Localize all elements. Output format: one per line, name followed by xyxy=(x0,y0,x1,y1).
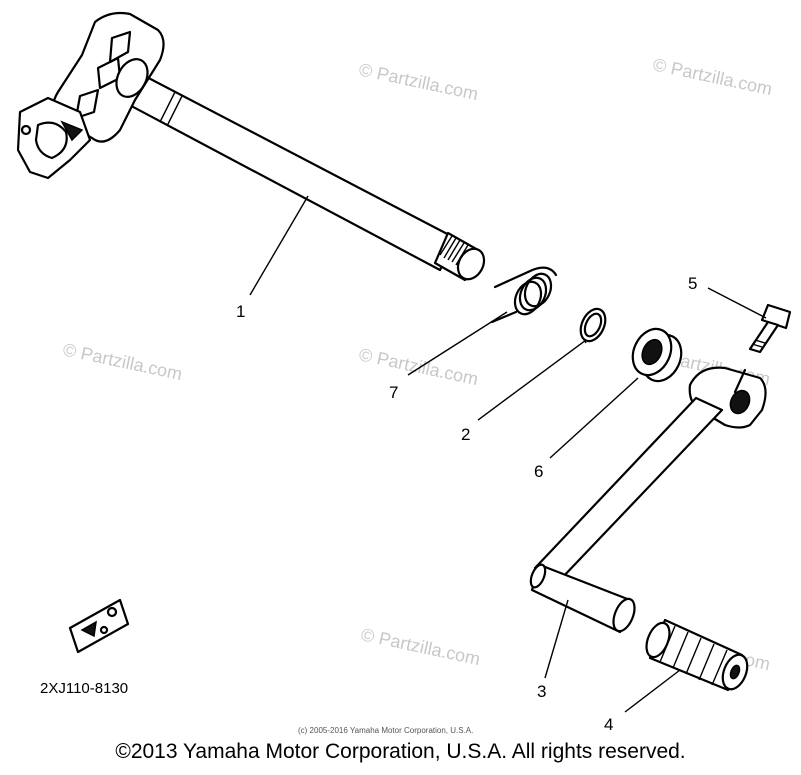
leader-lines xyxy=(249,195,767,713)
callouts: 1 7 2 6 5 3 4 xyxy=(236,274,697,734)
watermark: © Partzilla.com xyxy=(357,344,480,389)
part-spring xyxy=(490,266,558,324)
small-copyright: (c) 2005-2016 Yamaha Motor Corporation, … xyxy=(298,726,473,735)
leader-1 xyxy=(249,195,309,296)
watermark: © Partzilla.com xyxy=(651,54,774,99)
callout-4: 4 xyxy=(604,715,613,734)
callout-6: 6 xyxy=(534,462,543,481)
leader-5 xyxy=(707,287,767,319)
diagram-code: 2XJ110-8130 xyxy=(40,680,128,697)
fwd-logo xyxy=(68,598,130,654)
callout-7: 7 xyxy=(389,383,398,402)
part-bolt xyxy=(748,303,792,354)
watermark: © Partzilla.com xyxy=(61,339,184,384)
leader-4 xyxy=(624,669,681,713)
leader-2 xyxy=(477,339,587,421)
part-shift-pedal xyxy=(529,366,767,634)
part-oil-seal xyxy=(631,327,683,383)
copyright-notice: ©2013 Yamaha Motor Corporation, U.S.A. A… xyxy=(115,740,686,763)
leader-6 xyxy=(549,377,639,459)
callout-2: 2 xyxy=(461,425,470,444)
watermark: © Partzilla.com xyxy=(357,59,480,104)
callout-5: 5 xyxy=(688,274,697,293)
leader-7 xyxy=(407,311,508,376)
part-shift-shaft xyxy=(16,11,486,282)
part-circlip xyxy=(579,307,607,344)
callout-1: 1 xyxy=(236,302,245,321)
leader-3 xyxy=(544,599,569,679)
watermark: © Partzilla.com xyxy=(359,624,482,669)
part-pedal-rubber xyxy=(645,618,749,692)
callout-3: 3 xyxy=(537,682,546,701)
